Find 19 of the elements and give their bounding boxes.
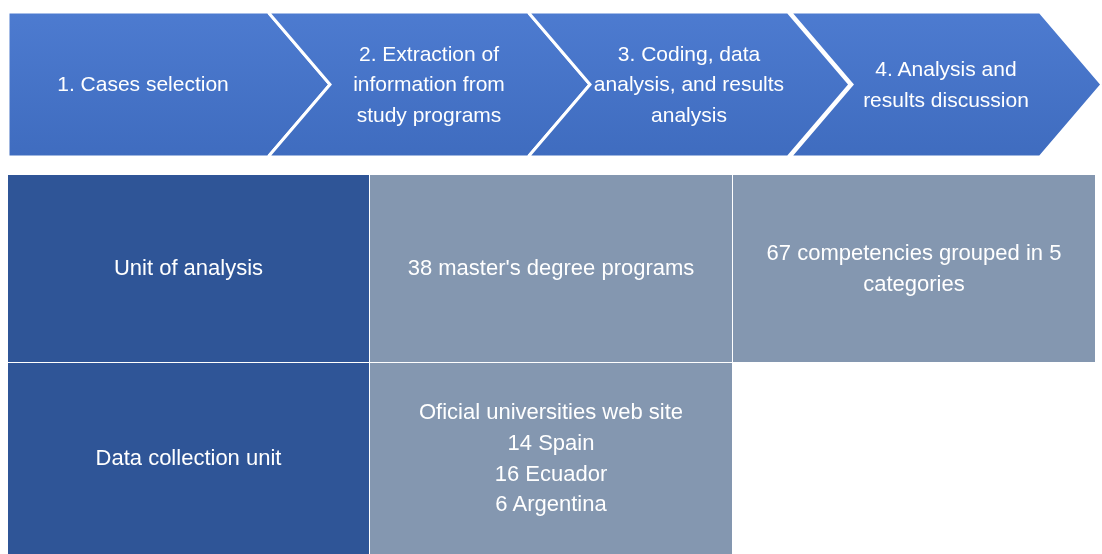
cell-text: 38 master's degree programs xyxy=(407,254,695,283)
cell-text: 14 Spain xyxy=(507,428,595,457)
cell-text: 6 Argentina xyxy=(495,490,607,519)
table-cell xyxy=(370,175,732,362)
table-cell xyxy=(370,363,732,554)
step-label: 4. Analysis and results discussion xyxy=(862,56,1030,113)
step-label: 3. Coding, data analysis, and results analysis xyxy=(592,40,786,128)
cell-text: Data collection unit xyxy=(95,444,282,473)
step-label: 2. Extraction of information from study programs xyxy=(352,40,506,128)
table-cell xyxy=(8,175,369,362)
table-cell xyxy=(8,363,369,554)
cell-text: Oficial universities web site xyxy=(418,397,684,426)
cell-text: Unit of analysis xyxy=(113,254,264,283)
chevron-step xyxy=(790,12,1102,157)
chevron-step xyxy=(528,12,850,157)
table-cell xyxy=(733,175,1095,362)
cell-text: 16 Ecuador xyxy=(494,459,608,488)
chevron-step xyxy=(268,12,590,157)
cell-text: 67 competencies grouped in 5 categories xyxy=(765,238,1063,298)
